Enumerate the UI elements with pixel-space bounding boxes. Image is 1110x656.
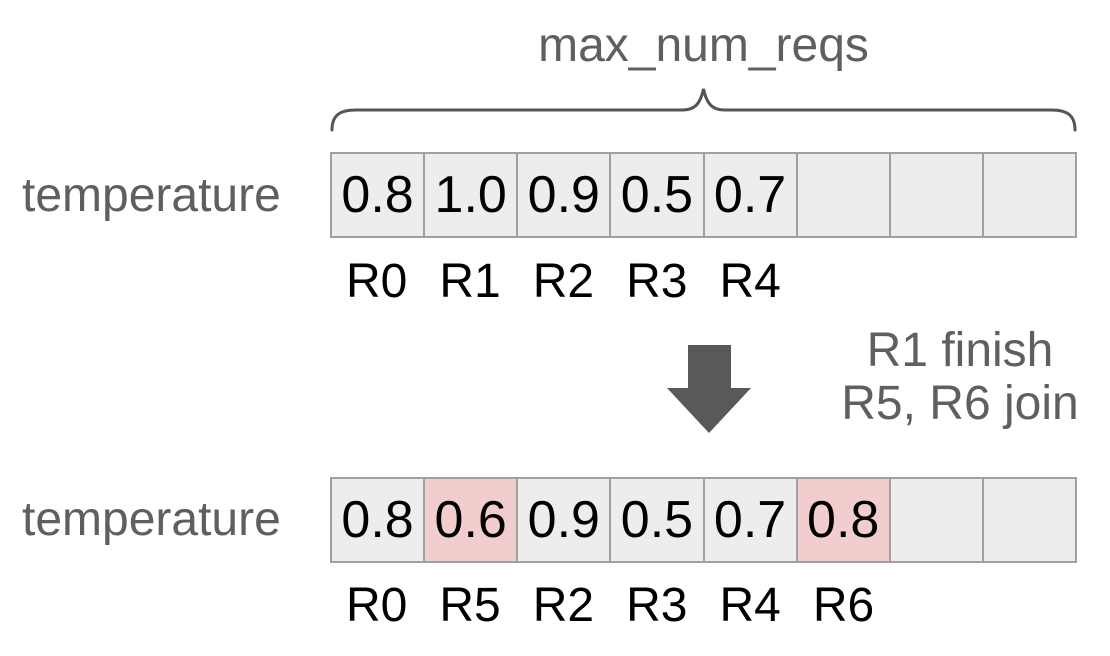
request-label: R2 xyxy=(532,255,595,308)
request-label xyxy=(984,582,1077,630)
array-cell xyxy=(890,479,984,561)
array-cell: 1.0 xyxy=(425,154,519,236)
max-num-reqs-label: max_num_reqs xyxy=(538,19,869,72)
curly-brace xyxy=(330,88,1077,132)
down-arrow-icon xyxy=(667,345,751,433)
transition-note: R1 finish R5, R6 join xyxy=(835,324,1085,430)
array-cell: 0.8 xyxy=(332,154,426,236)
request-label xyxy=(890,258,983,306)
request-label: R6 xyxy=(812,579,875,632)
request-labels-after: R0 R5 R2 R3 R4 R6 xyxy=(330,582,1077,630)
array-cell: 0.7 xyxy=(704,479,798,561)
request-label: R2 xyxy=(532,579,595,632)
array-cell: 0.5 xyxy=(611,154,705,236)
temperature-label-before: temperature xyxy=(22,169,281,222)
request-label: R4 xyxy=(719,255,781,308)
array-cell xyxy=(797,154,891,236)
array-cell: 0.6 xyxy=(425,479,519,561)
request-label: R5 xyxy=(439,579,501,632)
request-label: R0 xyxy=(346,255,408,308)
request-label: R0 xyxy=(346,579,408,632)
array-cell: 0.8 xyxy=(797,479,891,561)
temperature-array-before: 0.8 1.0 0.9 0.5 0.7 xyxy=(330,152,1077,238)
request-label: R4 xyxy=(719,579,781,632)
request-label: R3 xyxy=(626,255,688,308)
request-label: R1 xyxy=(439,255,501,308)
transition-note-line2: R5, R6 join xyxy=(841,377,1079,430)
array-cell: 0.9 xyxy=(518,479,612,561)
temperature-array-after: 0.8 0.6 0.9 0.5 0.7 0.8 xyxy=(330,477,1077,563)
array-cell: 0.5 xyxy=(611,479,705,561)
array-cell xyxy=(983,154,1075,236)
array-cell: 0.8 xyxy=(332,479,426,561)
array-cell: 0.7 xyxy=(704,154,798,236)
array-cell: 0.9 xyxy=(518,154,612,236)
temperature-label-after: temperature xyxy=(22,493,281,546)
transition-note-line1: R1 finish xyxy=(866,324,1054,377)
request-labels-before: R0 R1 R2 R3 R4 xyxy=(330,258,1077,306)
array-cell xyxy=(890,154,984,236)
request-label xyxy=(890,582,983,630)
array-cell xyxy=(983,479,1075,561)
request-label: R3 xyxy=(626,579,688,632)
request-label xyxy=(984,258,1077,306)
request-label xyxy=(797,258,890,306)
